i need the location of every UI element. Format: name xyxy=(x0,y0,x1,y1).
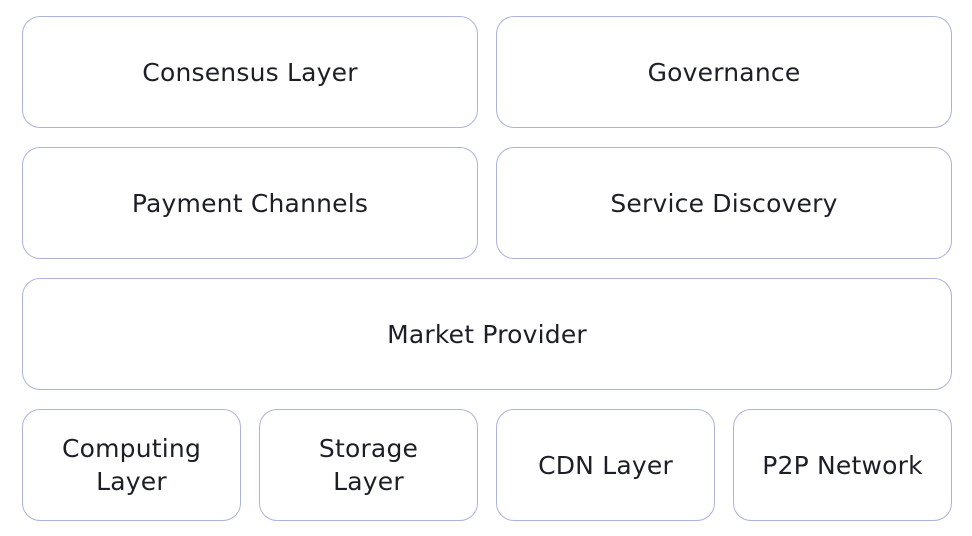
consensus-layer-label: Consensus Layer xyxy=(142,57,358,87)
market-provider-label: Market Provider xyxy=(387,319,587,349)
service-discovery-block: Service Discovery xyxy=(496,147,952,259)
consensus-layer-block: Consensus Layer xyxy=(22,16,478,128)
computing-layer-block: Computing Layer xyxy=(22,409,241,521)
storage-layer-block: Storage Layer xyxy=(259,409,478,521)
p2p-network-block: P2P Network xyxy=(733,409,952,521)
cdn-layer-label: CDN Layer xyxy=(538,450,673,480)
payment-channels-block: Payment Channels xyxy=(22,147,478,259)
service-discovery-label: Service Discovery xyxy=(610,188,838,218)
computing-layer-label: Computing Layer xyxy=(61,434,202,496)
market-provider-block: Market Provider xyxy=(22,278,952,390)
governance-block: Governance xyxy=(496,16,952,128)
storage-layer-label: Storage Layer xyxy=(318,434,419,496)
governance-label: Governance xyxy=(647,57,801,87)
p2p-network-label: P2P Network xyxy=(762,450,923,480)
cdn-layer-block: CDN Layer xyxy=(496,409,715,521)
payment-channels-label: Payment Channels xyxy=(131,188,369,218)
